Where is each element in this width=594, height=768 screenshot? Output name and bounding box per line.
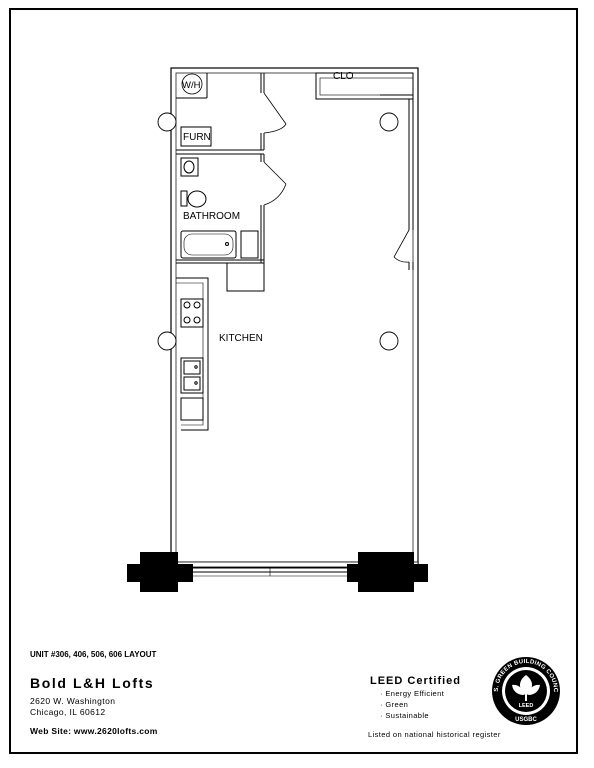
unit-layout-label: UNIT #306, 406, 506, 606 LAYOUT (30, 650, 157, 659)
address-line-1: 2620 W. Washington (30, 696, 116, 706)
building-name: Bold L&H Lofts (30, 675, 155, 691)
water-heater-label: W/H (182, 80, 201, 91)
interior-walls (176, 72, 414, 431)
svg-text:USGBC: USGBC (515, 717, 537, 723)
usgbc-leed-badge-logo: U.S. GREEN BUILDING COUNCIL LEED USGBC (490, 655, 560, 725)
leed-title: LEED Certified (370, 675, 462, 687)
leed-feature: · Green (380, 700, 409, 709)
website-link[interactable]: Web Site: www.2620lofts.com (30, 726, 158, 736)
leed-feature-text: Sustainable (385, 711, 429, 720)
leed-feature-text: Energy Efficient (385, 689, 445, 698)
water-heater-icon (181, 73, 203, 95)
page-border (9, 8, 578, 754)
historic-register-note: Listed on national historical register (368, 730, 501, 739)
columns (157, 112, 399, 351)
leaf-icon (512, 675, 540, 701)
kitchen-label: KITCHEN (219, 333, 263, 344)
svg-text:LEED: LEED (519, 703, 534, 709)
address-line-2: Chicago, IL 60612 (30, 707, 106, 717)
window-wall (127, 552, 428, 592)
leed-feature: · Sustainable (380, 711, 429, 720)
furnace-label: FURN (183, 132, 211, 143)
closet-label: CLO (333, 71, 354, 82)
leed-feature-text: Green (385, 700, 409, 709)
bathroom-label: BATHROOM (183, 211, 240, 222)
leed-feature: · Energy Efficient (380, 689, 445, 698)
door-swings (263, 92, 410, 263)
